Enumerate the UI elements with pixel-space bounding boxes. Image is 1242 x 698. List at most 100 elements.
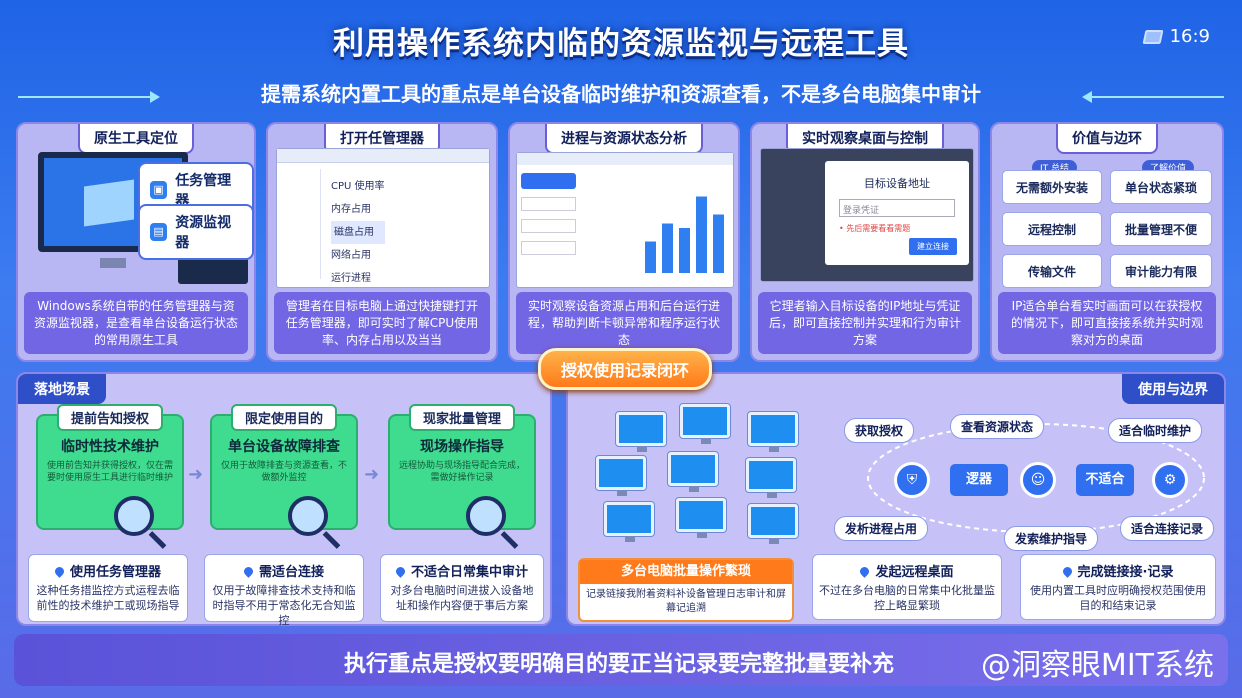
flow-label: 适合连接记录: [1120, 516, 1215, 541]
note-card: 需适台连接仅用于故障排查技术支持和临时指导不用于常态化无合知监控: [204, 554, 364, 627]
monitor-icon: [746, 458, 796, 498]
warning-text: 记录链接我附着资料补设备管理日志审计和屏幕记追溯: [586, 589, 786, 614]
resource-bar: [713, 214, 724, 273]
process-row[interactable]: [521, 241, 576, 255]
monitor-icon: [680, 404, 730, 444]
page-title: 利用操作系统内临的资源监视与远程工具: [333, 26, 909, 62]
tm-item[interactable]: CPU 使用率: [331, 181, 385, 192]
scene-head: 临时性技术维护: [61, 439, 159, 455]
note-card: 使用任务管理器这种任务措监控方式运程去临前性的技术维护工或现场指导: [28, 554, 188, 622]
scene-card: 提前告知授权 临时性技术维护 使用前告知并获得授权，仅在需要时使用原生工具进行临…: [36, 404, 184, 536]
pin-icon: [242, 565, 255, 578]
loop-badge: 授权使用记录闭环: [538, 348, 713, 390]
card-tab: 价值与边环: [1056, 124, 1158, 154]
aspect-icon: [1142, 29, 1164, 44]
window-titlebar: [517, 153, 733, 165]
resource-window: [516, 152, 734, 288]
process-row[interactable]: [521, 219, 576, 233]
process-row[interactable]: [521, 197, 576, 211]
tm-item[interactable]: 运行进程: [331, 273, 371, 284]
pin-icon: [858, 565, 872, 578]
card-tab: 原生工具定位: [78, 124, 194, 154]
scenario-panel: 落地场景 提前告知授权 临时性技术维护 使用前告知并获得授权，仅在需要时使用原生…: [16, 372, 552, 627]
task-manager-icon: ▣: [150, 181, 168, 199]
card-open-task-manager: 打开任管理器 CPU 使用率 内存占用 磁盘占用 网络占用 运行进程 管理者在目…: [266, 122, 498, 362]
card-desc: 实时观察设备资源占用和后台运行进程，帮助判断卡顿异常和程序运行状态: [516, 292, 732, 354]
monitor-icon: [676, 498, 726, 538]
usage-panel: 使用与边界 多台电脑批量操作繁琐 记录链接我附着资料补设备管理日志审计和屏幕记追…: [566, 372, 1226, 626]
card-desc: 管理者在目标电脑上通过快捷键打开任务管理器，即可实时了解CPU使用率、内存占用以…: [274, 292, 490, 354]
monitor-icon: [604, 502, 654, 542]
monitor-icon: [748, 412, 798, 452]
card-native-tools: 原生工具定位 ▣任务管理器 ▤资源监视器 Windows系统自带的任务管理器与资…: [16, 122, 256, 362]
tm-item[interactable]: 网络占用: [331, 250, 371, 261]
card-tab: 进程与资源状态分析: [545, 124, 703, 154]
note-text: 不过在多台电脑的日常集中化批量监控上略显繁琐: [819, 584, 995, 612]
warning-card: 多台电脑批量操作繁琐 记录链接我附着资料补设备管理日志审计和屏幕记追溯: [578, 558, 794, 622]
pin-icon: [394, 565, 407, 578]
process-row-selected[interactable]: [521, 173, 576, 189]
note-card: 不适合日常集中审计对多台电脑时间进拔入设备地址和操作内容便于事后方案: [380, 554, 544, 622]
scene-tab: 提前告知授权: [56, 404, 164, 431]
flow-label: 发析进程占用: [834, 516, 929, 541]
task-manager-sidebar: [281, 169, 321, 279]
scene-card: 限定使用目的 单台设备故障排查 仅用于故障排查与资源查看，不做额外监控: [210, 404, 358, 536]
note-text: 对多台电脑时间进拔入设备地址和操作内容便于事后方案: [390, 584, 534, 612]
flow-box: 逻器: [950, 464, 1008, 496]
magnifier-icon: [288, 496, 328, 536]
flow-loop-lines: [867, 423, 1205, 533]
magnifier-icon: [114, 496, 154, 536]
subtitle: 提需系统内置工具的重点是单台设备临时维护和资源查看，不是多台电脑集中审计: [261, 82, 981, 106]
card-desc: Windows系统自带的任务管理器与资资源监视器，是查看单台设备运行状态的常用原…: [24, 292, 248, 354]
resource-bar-chart: [645, 196, 724, 273]
magnifier-icon: [466, 496, 506, 536]
scene-text: 仅用于故障排查与资源查看，不做额外监控: [220, 461, 347, 483]
scene-tab: 现家批量管理: [408, 404, 516, 431]
aspect-ratio: 16:9: [1142, 26, 1210, 47]
card-remote-desktop: 实时观察桌面与控制 目标设备地址 登录凭证 • 先后需要看看需题 建立连接 它理…: [750, 122, 980, 362]
pill-resource-monitor: ▤资源监视器: [138, 204, 254, 260]
monitor-icon: [668, 452, 718, 492]
gear-icon: ⚙: [1152, 462, 1188, 498]
value-item: 批量管理不便: [1110, 212, 1212, 246]
footer-text: 执行重点是授权要明确目的要正当记录要完整批量要补充: [344, 652, 895, 677]
pin-icon: [53, 565, 66, 578]
panel-corner-label: 落地场景: [18, 374, 106, 404]
panel-corner-label: 使用与边界: [1122, 374, 1224, 404]
tm-item[interactable]: 磁盘占用: [331, 221, 385, 244]
warning-head: 多台电脑批量操作繁琐: [580, 560, 792, 584]
connect-dialog: 目标设备地址 登录凭证 • 先后需要看看需题 建立连接: [825, 161, 969, 265]
scene-head: 现场操作指导: [420, 439, 504, 455]
monitor-icon: [596, 456, 646, 496]
flow-label: 发索维护指导: [1004, 526, 1099, 551]
flow-label: 获取授权: [844, 418, 915, 443]
resource-monitor-icon: ▤: [150, 223, 168, 241]
dialog-warning: • 先后需要看看需题: [839, 224, 911, 233]
note-card: 完成链接接·记录使用内置工具时应明确授权范围使用目的和结束记录: [1020, 554, 1216, 620]
tm-item[interactable]: 内存占用: [331, 204, 371, 215]
resource-bar: [662, 223, 673, 273]
flow-arrow-icon: ➜: [364, 464, 380, 485]
flow-box: 不适合: [1076, 464, 1134, 496]
task-manager-window: CPU 使用率 内存占用 磁盘占用 网络占用 运行进程: [276, 148, 490, 288]
user-icon: ☺: [1020, 462, 1056, 498]
dialog-title: 目标设备地址: [864, 177, 930, 190]
connect-button[interactable]: 建立连接: [909, 238, 957, 255]
window-titlebar: [277, 149, 489, 163]
note-text: 使用内置工具时应明确授权范围使用目的和结束记录: [1030, 584, 1206, 612]
aspect-label: 16:9: [1169, 26, 1210, 47]
credential-input[interactable]: 登录凭证: [839, 199, 955, 217]
value-item: 无需额外安装: [1002, 170, 1102, 204]
scene-head: 单台设备故障排查: [228, 439, 340, 455]
note-text: 这种任务措监控方式运程去临前性的技术维护工或现场指导: [36, 584, 180, 612]
pin-icon: [1060, 565, 1074, 578]
monitor-icon: [616, 412, 666, 452]
flow-label: 查看资源状态: [950, 414, 1045, 439]
note-card: 发起远程桌面不过在多台电脑的日常集中化批量监控上略显繁琐: [812, 554, 1002, 620]
resource-bar: [679, 228, 690, 273]
note-text: 仅用于故障排查技术支持和临时指导不用于常态化无合知监控: [212, 584, 356, 627]
monitor-icon: [748, 504, 798, 544]
resource-bar: [645, 241, 656, 273]
resource-bar: [696, 196, 707, 273]
scene-card: 现家批量管理 现场操作指导 远程协助与现场指导配合完成，需做好操作记录: [388, 404, 536, 536]
